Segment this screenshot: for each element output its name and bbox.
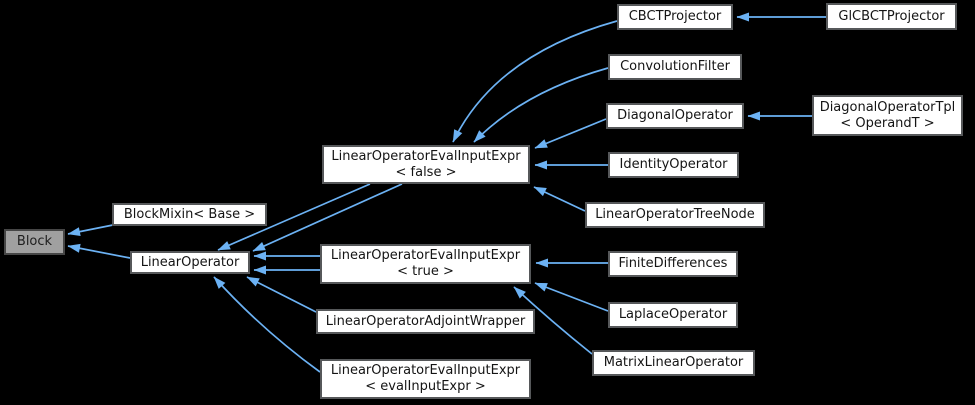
node-label-line: < false > [395,164,457,180]
node-label-line: < evalInputExpr > [365,379,486,394]
node-convolutionfilter[interactable]: ConvolutionFilter [608,54,742,80]
node-label-line: FiniteDifferences [618,256,728,271]
node-label-line: DiagonalOperator [617,108,733,123]
node-treenode[interactable]: LinearOperatorTreeNode [585,202,765,228]
node-label-line: LinearOperatorTreeNode [595,207,755,222]
edge-blockmixin-to-block [67,224,114,237]
node-linearoperator[interactable]: LinearOperator [130,251,250,274]
edge-treenode-to-evalfalse [533,186,586,212]
node-label-line: IdentityOperator [619,157,728,172]
node-label-line: Block [16,234,53,249]
edge-matrixlinearoperator-to-evaltrue [513,286,593,355]
node-diagonaloperator[interactable]: DiagonalOperator [606,103,744,129]
node-laplaceoperator[interactable]: LaplaceOperator [608,302,738,328]
node-diagonaloperatortpl[interactable]: DiagonalOperatorTpl< OperandT > [812,95,963,136]
edge-evalfalse-to-linearoperator [252,183,403,252]
node-matrixlinearoperator[interactable]: MatrixLinearOperator [592,350,755,376]
node-evalexpr[interactable]: LinearOperatorEvalInputExpr< evalInputEx… [320,359,531,399]
node-label-line: ConvolutionFilter [620,59,730,74]
node-label-line: GlCBCTProjector [838,8,945,24]
node-label-line: < OperandT > [840,115,935,131]
node-label-line: LinearOperatorAdjointWrapper [325,313,526,329]
edge-adjointwrapper-to-linearoperator [246,276,317,313]
node-cbctprojector[interactable]: CBCTProjector [617,4,733,30]
node-finitedifferences[interactable]: FiniteDifferences [608,251,738,277]
edge-laplaceoperator-to-evaltrue [534,282,609,312]
node-evaltrue[interactable]: LinearOperatorEvalInputExpr< true > [320,244,531,284]
edge-linearoperator-to-block [67,243,131,259]
node-label-line: LinearOperatorEvalInputExpr [331,148,521,164]
node-label-line: DiagonalOperatorTpl [819,99,956,115]
node-label-line: LinearOperatorEvalInputExpr [330,363,521,378]
node-label-line: < true > [397,264,454,279]
node-block: Block [4,229,65,255]
node-label-line: CBCTProjector [628,9,722,24]
edge-evalfalse-to-linearoperator [217,183,371,251]
node-identityoperator[interactable]: IdentityOperator [608,152,739,178]
edge-evalexpr-to-linearoperator [213,276,321,373]
node-blockmixin[interactable]: BlockMixin< Base > [112,203,267,226]
edge-cbctprojector-to-evalfalse [452,20,618,143]
node-label-line: LinearOperatorEvalInputExpr [330,248,521,263]
node-adjointwrapper[interactable]: LinearOperatorAdjointWrapper [316,309,535,334]
edge-diagonaloperator-to-evalfalse [534,118,607,149]
node-evalfalse[interactable]: LinearOperatorEvalInputExpr< false > [322,145,530,184]
node-label-line: LinearOperator [140,254,240,270]
node-label-line: LaplaceOperator [618,307,728,322]
node-label-line: BlockMixin< Base > [123,206,256,222]
node-glcbctprojector[interactable]: GlCBCTProjector [826,3,957,30]
node-label-line: MatrixLinearOperator [603,355,744,370]
edge-convolutionfilter-to-evalfalse [473,67,609,143]
